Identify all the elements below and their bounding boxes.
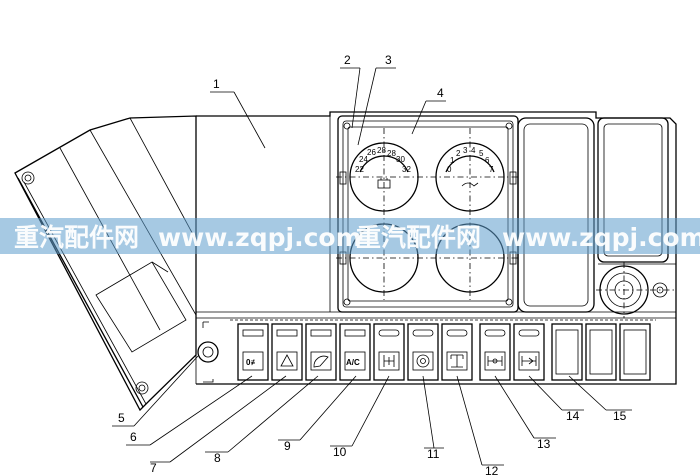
callout-6: 6 — [130, 430, 137, 444]
callout-15: 15 — [613, 409, 627, 423]
oil-can-icon — [461, 182, 479, 187]
callout-1: 1 — [213, 77, 220, 91]
instrument-cluster: 22 24 26 28 28 30 32 0 1 2 3 4 5 6 7 — [336, 115, 520, 313]
callout-7: 7 — [150, 461, 157, 475]
callout-11: 11 — [427, 447, 440, 461]
callout-8: 8 — [214, 451, 221, 465]
gauge-tick: 5 — [479, 149, 484, 158]
side-panel — [14, 115, 197, 412]
voltage-gauge: 22 24 26 28 28 30 32 — [349, 142, 419, 212]
gauge-tick: 7 — [489, 165, 494, 174]
right-panels — [517, 117, 676, 318]
hazard-triangle-icon — [280, 354, 294, 367]
gauge-tick: 2 — [456, 149, 461, 158]
inter-axle-icon — [521, 356, 537, 366]
switch-row: 0≢ A/C — [230, 319, 656, 385]
gauge-tick: 22 — [355, 165, 364, 174]
watermark: 重汽配件网 www.zqpj.com 重汽配件网 www.zqpj.com — [0, 218, 700, 254]
gauge-tick: 4 — [471, 146, 476, 155]
gauge-tick: 30 — [396, 155, 405, 164]
watermark-text-middle: www.zqpj.com — [158, 223, 362, 252]
gauge-tick: 24 — [359, 155, 368, 164]
fog-light-icon: 0≢ — [246, 358, 258, 367]
wiper-icon — [313, 355, 329, 368]
battery-icon — [377, 179, 391, 189]
watermark-text-center: 重汽配件网 — [356, 223, 481, 252]
callout-9: 9 — [284, 439, 291, 453]
cross-diff-icon — [450, 354, 464, 368]
callout-2: 2 — [344, 53, 351, 67]
callout-labels: 1 2 3 4 5 6 7 8 9 10 11 12 13 14 15 — [118, 53, 627, 475]
callout-14: 14 — [566, 409, 580, 423]
callout-3: 3 — [385, 53, 392, 67]
callout-10: 10 — [333, 445, 347, 459]
callout-5: 5 — [118, 411, 125, 425]
callout-4: 4 — [437, 86, 444, 100]
callout-13: 13 — [537, 437, 551, 451]
gauge-tick: 28 — [387, 149, 396, 158]
oil-pressure-gauge: 0 1 2 3 4 5 6 7 — [435, 142, 505, 212]
gauge-tick: 3 — [463, 146, 468, 155]
watermark-text-left: 重汽配件网 — [14, 223, 139, 252]
gauge-tick: 26 — [367, 148, 376, 157]
ac-icon: A/C — [346, 358, 360, 367]
callout-12: 12 — [485, 464, 499, 475]
watermark-text-right: www.zqpj.com — [502, 223, 700, 252]
leader-lines — [112, 67, 632, 466]
gauge-tick: 6 — [485, 156, 490, 165]
axle-diff-icon — [487, 356, 503, 366]
gauge-tick: 1 — [450, 156, 455, 165]
gauge-tick: 32 — [402, 165, 411, 174]
gauge-tick: 28 — [377, 146, 386, 155]
gear-icon — [416, 354, 430, 368]
axle-lock-icon — [383, 355, 395, 367]
gauge-tick: 0 — [447, 165, 452, 174]
ignition-lock — [197, 321, 219, 383]
